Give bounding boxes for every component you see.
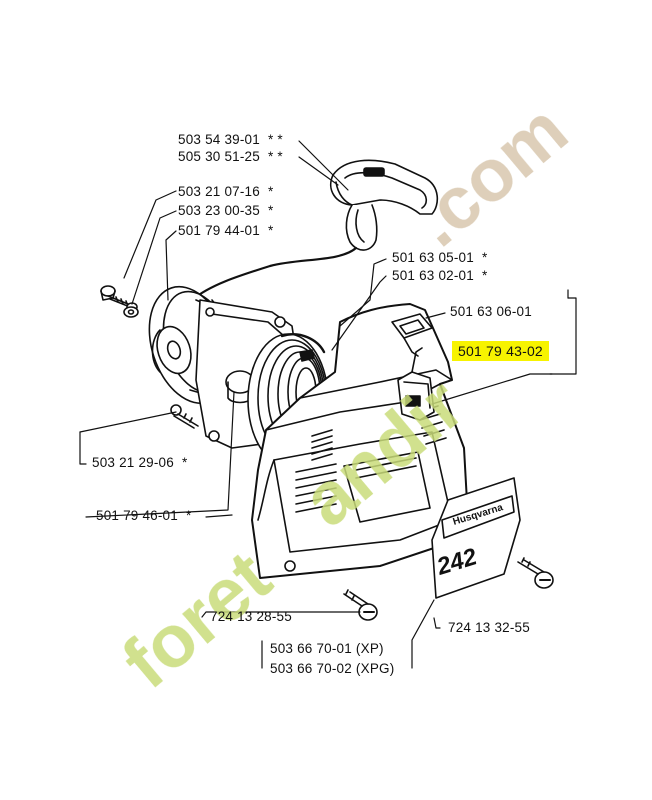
label-501-63-02-01: 501 63 02-01* [392,268,488,283]
screw-724-13-32-55 [517,557,554,589]
label-503-54-39-01: 503 54 39-01* * [178,132,283,147]
starter-handle [329,159,439,251]
label-501-79-43-02: 501 79 43-02 [452,341,549,361]
decal-plate [431,477,521,599]
washer-503-23-00-35 [123,306,139,318]
label-503-23-00-35: 503 23 00-35* [178,203,274,218]
label-501-63-05-01: 501 63 05-01* [392,250,488,265]
label-505-30-51-25: 505 30 51-25* * [178,149,283,164]
label-503-21-29-06: 503 21 29-06* [92,455,188,470]
label-501-79-46-01: 501 79 46-01* [96,508,192,523]
screw-724-13-28-55 [343,589,378,621]
rope-guide [397,347,435,421]
bushing-501-63-06-01 [391,313,433,357]
screw-503-21-29-06 [170,404,199,429]
label-503-21-07-16: 503 21 07-16* [178,184,274,199]
starter-rope [190,246,358,302]
label-724-13-32-55: 724 13 32-55 [448,620,530,635]
label-503-66-70-02: 503 66 70-02 (XPG) [270,661,395,676]
label-724-13-28-55: 724 13 28-55 [210,609,292,624]
label-501-63-06-01: 501 63 06-01 [450,304,532,319]
label-503-66-70-01: 503 66 70-01 (XP) [270,641,384,656]
watermark-part3: .com [397,88,583,263]
label-501-79-44-01: 501 79 44-01* [178,223,274,238]
leader-lines [79,140,577,669]
